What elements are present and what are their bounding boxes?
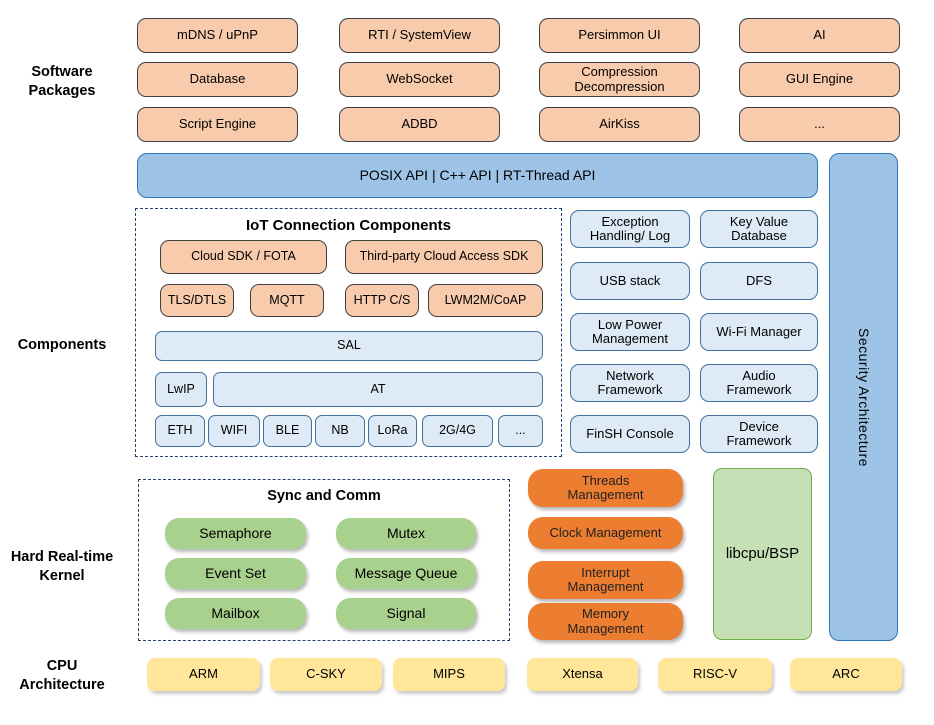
- cpu-arm: ARM: [147, 658, 260, 691]
- comp-audio-framework: Audio Framework: [700, 364, 818, 402]
- iot-third-party-cloud-sdk: Third-party Cloud Access SDK: [345, 240, 543, 274]
- cpu-xtensa: Xtensa: [527, 658, 638, 691]
- iot-link-ble: BLE: [263, 415, 312, 447]
- pkg-adbd: ADBD: [339, 107, 500, 142]
- iot-sal: SAL: [155, 331, 543, 361]
- pkg-script-engine: Script Engine: [137, 107, 298, 142]
- pkg-ai: AI: [739, 18, 900, 53]
- iot-http-cs: HTTP C/S: [345, 284, 419, 317]
- comp-key-value-database: Key Value Database: [700, 210, 818, 248]
- sync-and-comm-group: [138, 479, 510, 641]
- iot-link-wifi: WIFI: [208, 415, 260, 447]
- comp-wifi-manager: Wi-Fi Manager: [700, 313, 818, 351]
- iot-link-lora: LoRa: [368, 415, 417, 447]
- section-label-cpu-architecture: CPU Architecture: [19, 658, 105, 693]
- kernel-interrupt-management: Interrupt Management: [528, 561, 683, 599]
- api-bar: POSIX API | C++ API | RT-Thread API: [137, 153, 818, 198]
- iot-link-2g4g: 2G/4G: [422, 415, 493, 447]
- section-label-components: Components: [17, 337, 107, 353]
- iot-link-eth: ETH: [155, 415, 205, 447]
- pkg-more: ...: [739, 107, 900, 142]
- kernel-semaphore: Semaphore: [165, 518, 306, 549]
- iot-lwip: LwIP: [155, 372, 207, 407]
- iot-group-title: IoT Connection Components: [246, 217, 451, 234]
- kernel-event-set: Event Set: [165, 558, 306, 589]
- pkg-rti-systemview: RTI / SystemView: [339, 18, 500, 53]
- comp-network-framework: Network Framework: [570, 364, 690, 402]
- sync-and-comm-title: Sync and Comm: [267, 488, 381, 504]
- iot-lwm2m-coap: LWM2M/CoAP: [428, 284, 543, 317]
- pkg-websocket: WebSocket: [339, 62, 500, 97]
- comp-dfs: DFS: [700, 262, 818, 300]
- cpu-arc: ARC: [790, 658, 902, 691]
- section-label-kernel: Hard Real-time Kernel: [10, 549, 114, 584]
- comp-exception-handling-log: Exception Handling/ Log: [570, 210, 690, 248]
- pkg-compression-decompression: Compression Decompression: [539, 62, 700, 97]
- iot-mqtt: MQTT: [250, 284, 324, 317]
- comp-device-framework: Device Framework: [700, 415, 818, 453]
- iot-connection-components-group: [135, 208, 562, 457]
- kernel-mailbox: Mailbox: [165, 598, 306, 629]
- cpu-c-sky: C-SKY: [270, 658, 382, 691]
- kernel-mutex: Mutex: [336, 518, 476, 549]
- comp-usb-stack: USB stack: [570, 262, 690, 300]
- comp-low-power-management: Low Power Management: [570, 313, 690, 351]
- pkg-persimmon-ui: Persimmon UI: [539, 18, 700, 53]
- kernel-signal: Signal: [336, 598, 476, 629]
- libcpu-bsp: libcpu/BSP: [713, 468, 812, 640]
- cpu-risc-v: RISC-V: [658, 658, 772, 691]
- kernel-message-queue: Message Queue: [336, 558, 476, 589]
- pkg-mdns-upnp: mDNS / uPnP: [137, 18, 298, 53]
- pkg-gui-engine: GUI Engine: [739, 62, 900, 97]
- cpu-mips: MIPS: [393, 658, 505, 691]
- comp-finsh-console: FinSH Console: [570, 415, 690, 453]
- iot-cloud-sdk-fota: Cloud SDK / FOTA: [160, 240, 327, 274]
- iot-tls-dtls: TLS/DTLS: [160, 284, 234, 317]
- section-label-software-packages: Software Packages: [28, 64, 96, 99]
- security-architecture-bar: Security Architecture: [829, 153, 898, 641]
- iot-link-more: ...: [498, 415, 543, 447]
- pkg-airkiss: AirKiss: [539, 107, 700, 142]
- kernel-memory-management: Memory Management: [528, 603, 683, 640]
- iot-at: AT: [213, 372, 543, 407]
- kernel-clock-management: Clock Management: [528, 517, 683, 549]
- kernel-threads-management: Threads Management: [528, 469, 683, 507]
- iot-link-nb: NB: [315, 415, 365, 447]
- pkg-database: Database: [137, 62, 298, 97]
